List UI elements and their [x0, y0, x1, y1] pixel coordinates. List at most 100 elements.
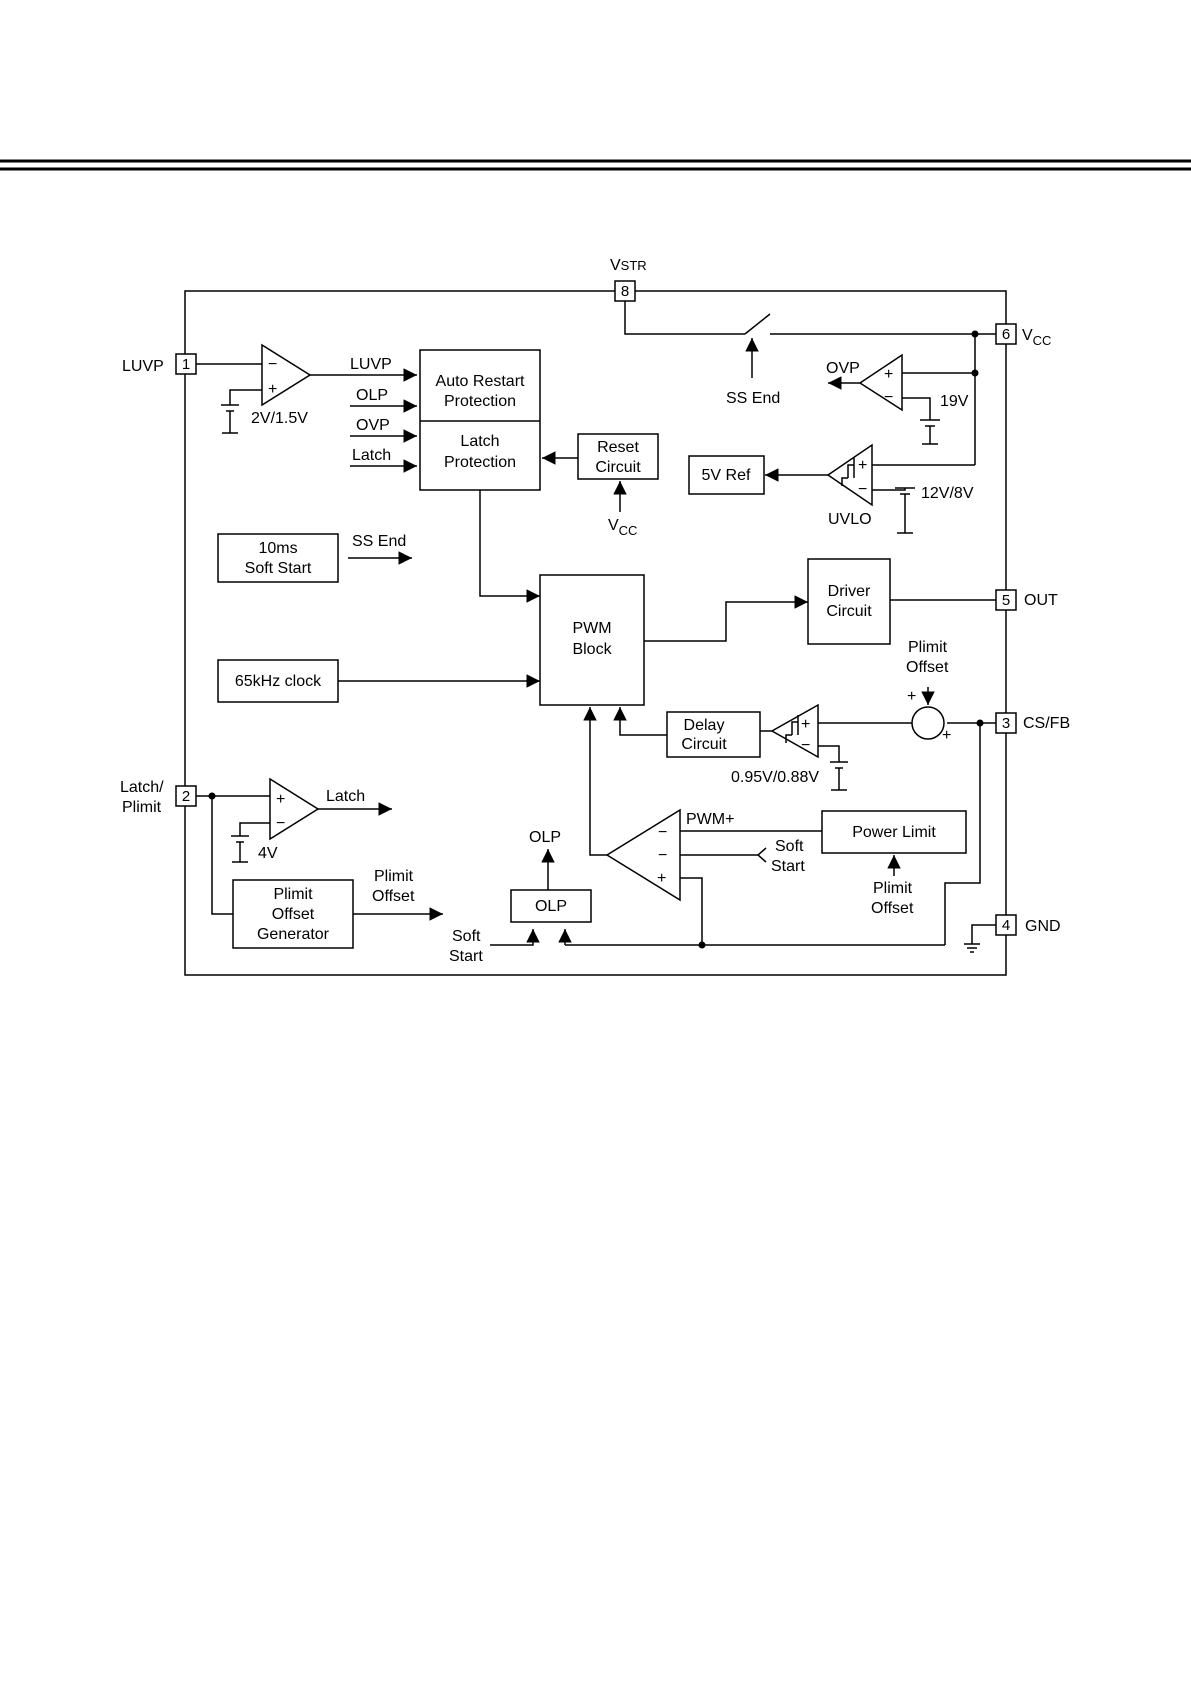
protection-inputs: OLP OVP Latch — [350, 387, 417, 473]
reset-label-1: Reset — [597, 439, 639, 456]
plimit-gen-label-2: Offset — [272, 906, 315, 923]
soft-start-olp-2: Start — [449, 948, 483, 965]
latch-comparator-triangle — [269, 777, 320, 841]
pin-5-group: 5 OUT — [995, 589, 1058, 611]
auto-restart-label-1: Auto Restart — [436, 373, 525, 390]
uvlo-plus: + — [858, 457, 867, 474]
power-limit-label: Power Limit — [852, 824, 936, 841]
luvp-2v-label: 2V/1.5V — [251, 410, 308, 427]
csfb-pin-label: CS/FB — [1023, 715, 1070, 732]
olp-output-label: OLP — [529, 829, 561, 846]
ovp-comparator-triangle — [858, 353, 903, 412]
pwm-comparator: − − + PWM+ Soft Start — [583, 707, 822, 945]
uvlo-12v8v-label: 12V/8V — [921, 485, 974, 502]
pin-1-group: 1 LUVP — [122, 353, 262, 375]
pin2-to-generator-line — [211, 796, 233, 915]
soft-start-label-1: 10ms — [258, 540, 297, 557]
cs-hysteresis-icon — [785, 715, 799, 743]
cs-comparator-triangle — [770, 703, 819, 759]
reset-box — [577, 433, 659, 480]
latch-4v-label: 4V — [258, 845, 278, 862]
pwm-comparator-triangle — [605, 808, 681, 902]
pwm-cmp-plus: + — [657, 870, 666, 887]
ss-end-output-label: SS End — [352, 533, 406, 550]
pwm-block: PWM Block — [539, 574, 808, 706]
ovp-plus: + — [884, 366, 893, 383]
pwm-cmp-minus-2: − — [658, 847, 667, 864]
pin-6-number: 6 — [1002, 326, 1010, 343]
luvp-cmp-plus: + — [268, 381, 277, 398]
pin-5-box — [995, 589, 1017, 611]
ref5v-box — [688, 455, 765, 495]
pin-8-number: 8 — [621, 283, 629, 300]
vstr-label: VSTR — [610, 257, 647, 274]
pwm-cmp-plus-line — [680, 877, 703, 945]
plimit-gen-label-3: Generator — [257, 926, 330, 943]
pin-4-number: 4 — [1002, 917, 1010, 934]
delay-block: Delay Circuit — [613, 707, 761, 758]
driver-box — [807, 558, 891, 645]
gnd-pin-label: GND — [1025, 918, 1061, 935]
pin-6-group: 6 VCC — [872, 323, 1051, 466]
plimit-generator-block: Plimit Offset Generator Plimit Offset — [232, 868, 443, 949]
latch-protection-label-2: Protection — [444, 454, 516, 471]
cs-ref-line — [818, 745, 840, 762]
pwm-cmp-minus-1: − — [658, 824, 667, 841]
gnd-line — [971, 924, 996, 944]
clock-label: 65kHz clock — [235, 673, 322, 690]
vcc-pin-label: VCC — [1022, 327, 1051, 348]
reset-label-2: Circuit — [595, 459, 641, 476]
uvlo-comparator-triangle — [826, 443, 873, 507]
plimit-offset-top-2: Offset — [906, 659, 949, 676]
ovp-minus: − — [884, 389, 893, 406]
summing-node: Plimit Offset + + — [818, 639, 951, 744]
protection-to-pwm-arrow — [479, 490, 540, 603]
reset-block: Reset Circuit VCC — [542, 433, 659, 538]
protection-block: Auto Restart Protection Latch Protection — [419, 349, 541, 603]
latch-protection-label-1: Latch — [460, 433, 499, 450]
pin-2-group: 2 Latch/ Plimit — [120, 779, 270, 915]
soft-start-cmp-2: Start — [771, 858, 805, 875]
startup-switch — [744, 313, 771, 335]
soft-start-open-arrow — [756, 847, 767, 863]
pin-3-number: 3 — [1002, 715, 1010, 732]
luvp-ref-line — [229, 389, 262, 405]
cs-comparator: + − 0.95V/0.88V — [731, 703, 848, 791]
cs-cmp-plus: + — [801, 716, 810, 733]
pin-3-group: 3 CS/FB — [944, 712, 1070, 945]
pin-4-group: 4 GND — [964, 914, 1061, 953]
clock-block: 65kHz clock — [217, 659, 540, 703]
latch-plimit-label-2: Plimit — [122, 799, 162, 816]
ref5v-label: 5V Ref — [702, 467, 751, 484]
csfb-to-pwm-cmp-line — [944, 723, 981, 945]
plimit-offset-bot-2: Offset — [871, 900, 914, 917]
protection-box — [419, 349, 541, 491]
soft-start-to-olp-arrow — [490, 929, 540, 946]
ovp-ref-line — [902, 397, 931, 420]
pwm-box — [539, 574, 645, 706]
ref5v-block: 5V Ref — [688, 455, 765, 495]
ovp-input-label: OVP — [356, 417, 390, 434]
soft-start-olp-1: Soft — [452, 928, 481, 945]
delay-label-1: Delay — [684, 717, 725, 734]
sum-plus-top: + — [907, 688, 916, 705]
olp-block: OLP OLP Soft Start — [449, 829, 592, 965]
delay-to-pwm-arrow — [613, 707, 667, 736]
latch-cmp-minus: − — [276, 815, 285, 832]
pin-6-box — [995, 323, 1017, 345]
pwm-label-1: PWM — [572, 620, 611, 637]
soft-start-cmp-1: Soft — [775, 838, 804, 855]
auto-restart-label-2: Protection — [444, 393, 516, 410]
olp-box — [510, 889, 592, 923]
bottom-rail — [558, 929, 945, 949]
latch-plimit-label-1: Latch/ — [120, 779, 164, 796]
pin-8-group: 8 VSTR SS End — [610, 257, 996, 407]
plimit-gen-offset-2: Offset — [372, 888, 415, 905]
latch-cmp-plus: + — [276, 791, 285, 808]
driver-label-2: Circuit — [826, 603, 872, 620]
pin-2-number: 2 — [182, 788, 190, 805]
pwm-to-driver-arrow — [644, 595, 808, 642]
uvlo-label: UVLO — [828, 511, 872, 528]
ic-outline — [184, 290, 1007, 976]
